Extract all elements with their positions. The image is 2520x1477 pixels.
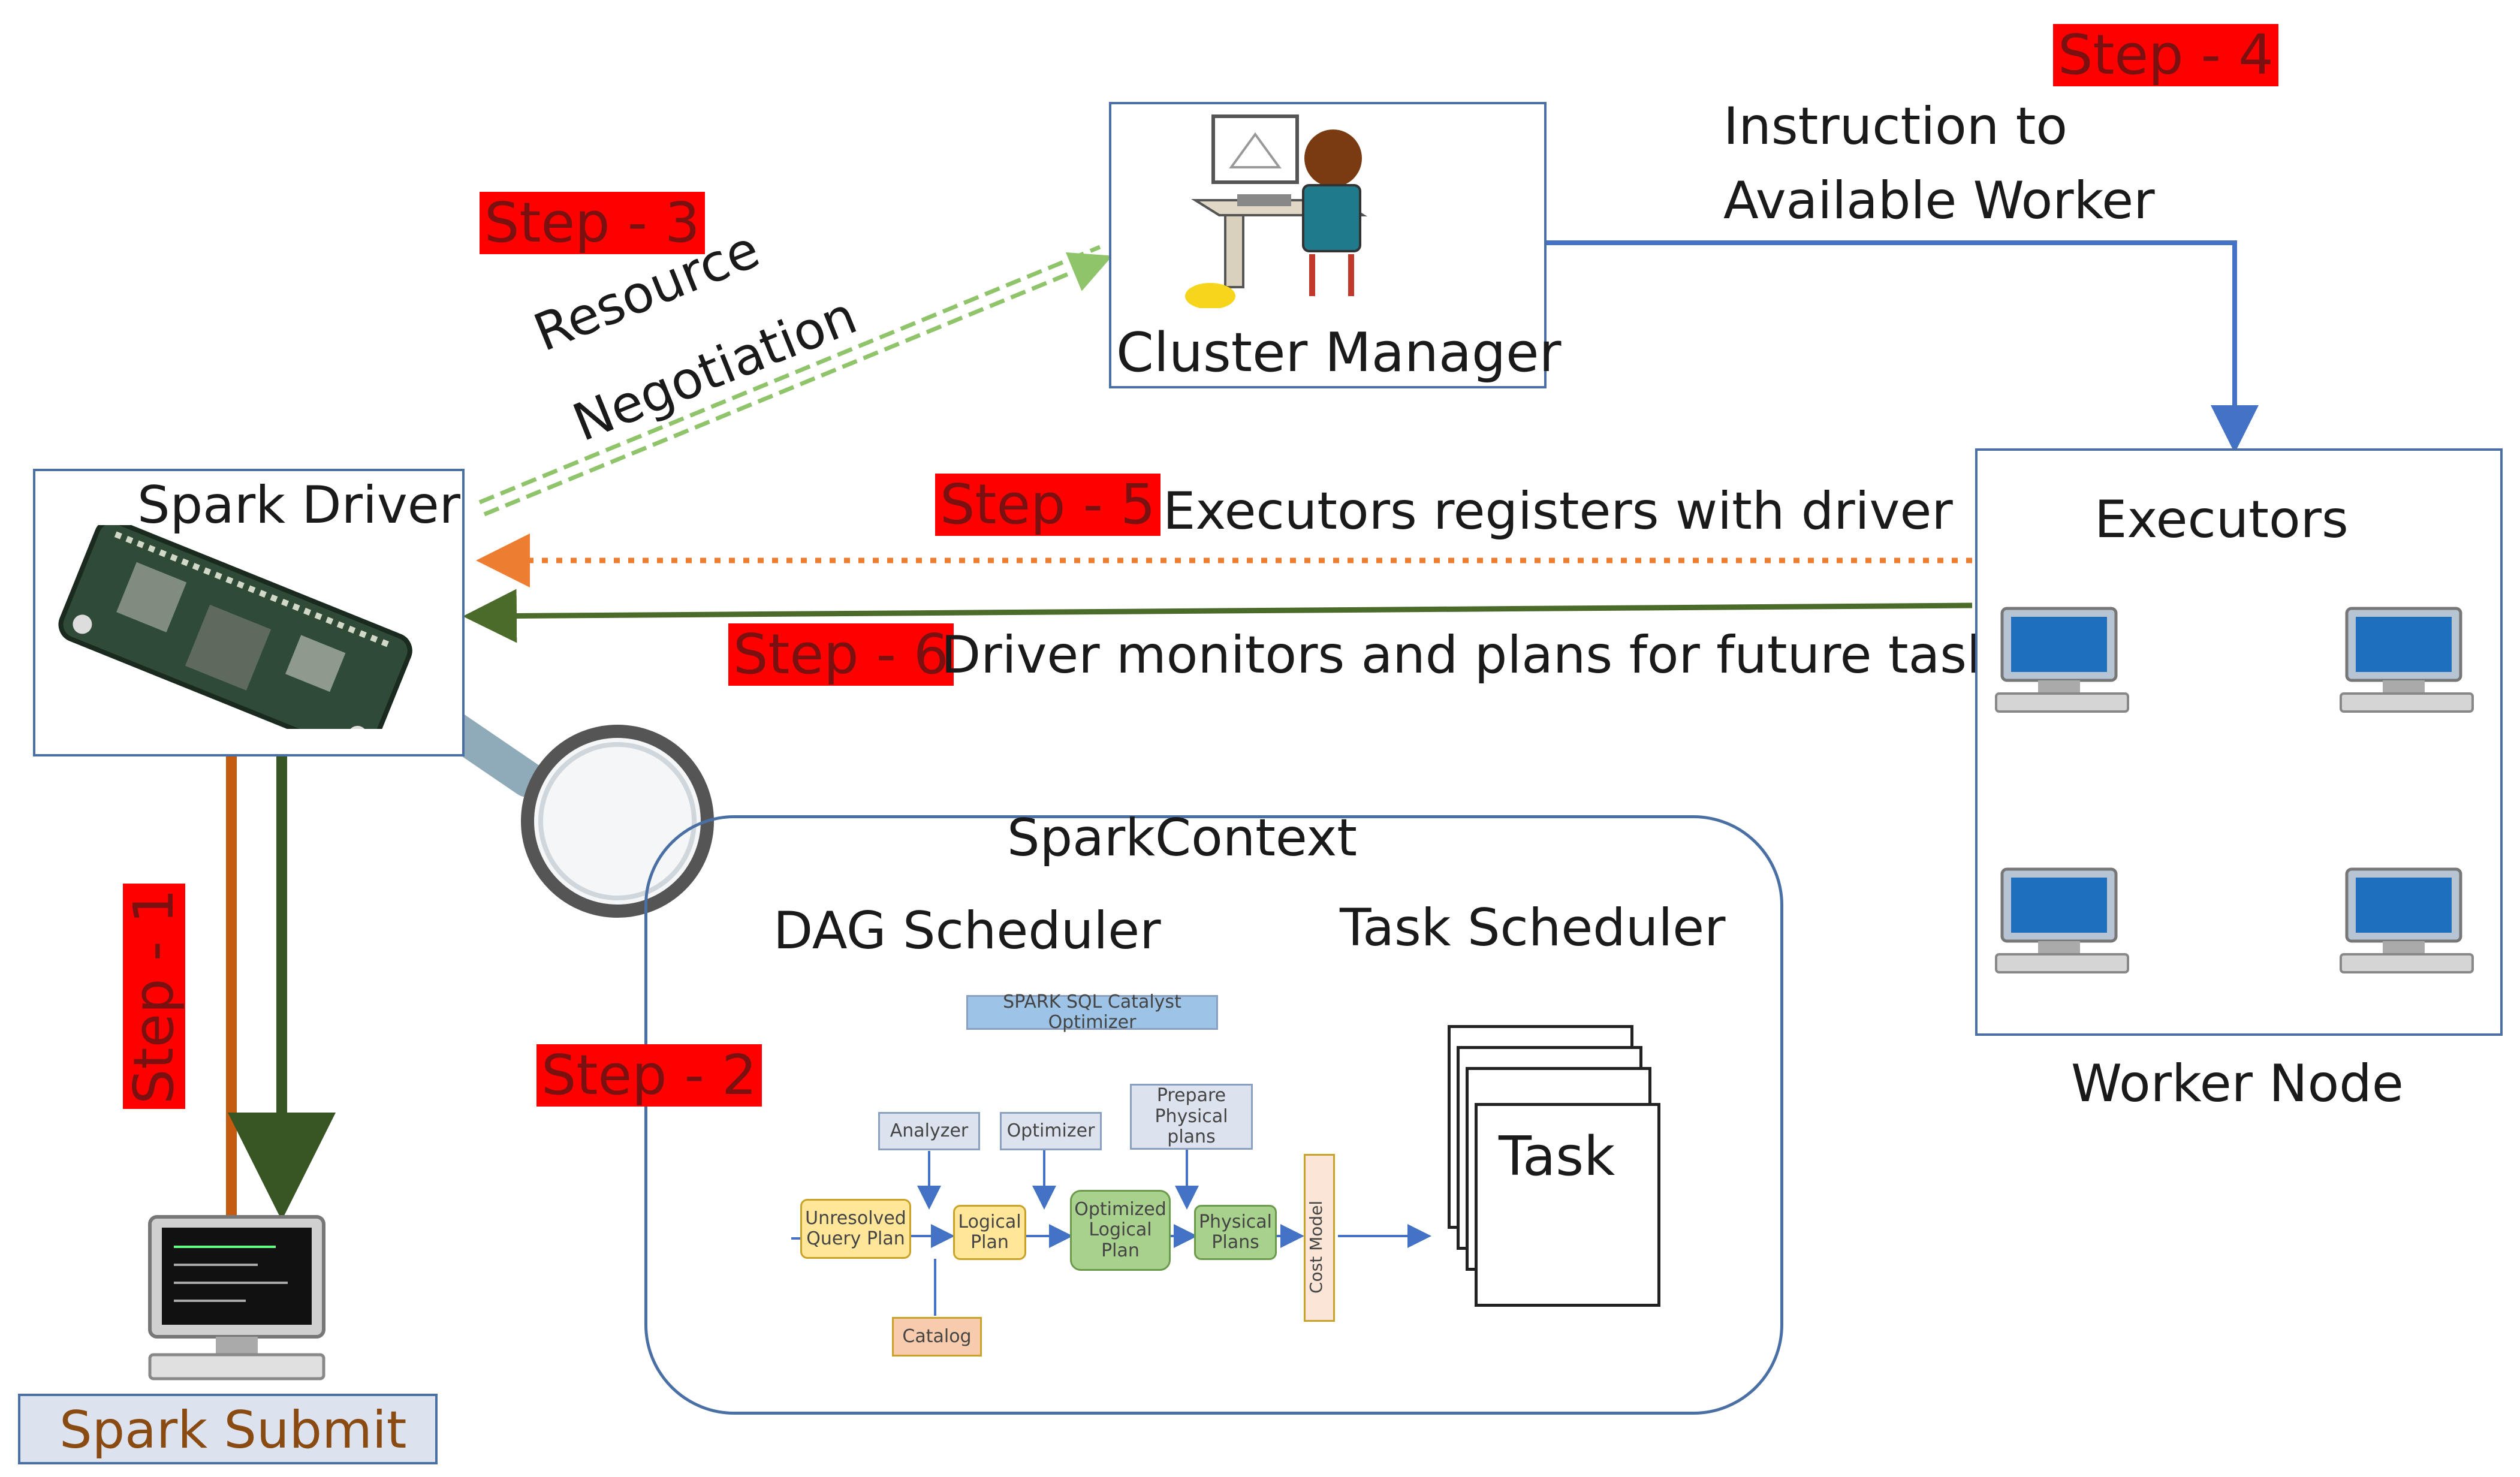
spark-driver-box: Spark Driver bbox=[33, 469, 465, 756]
instruction-arrow bbox=[1545, 240, 2259, 453]
optimized-logical-box: Optimized Logical Plan bbox=[1070, 1190, 1171, 1271]
task-scheduler-label: Task Scheduler bbox=[1340, 898, 1726, 958]
resource-negotiation-arrow bbox=[478, 245, 1113, 517]
logical-plan-box: Logical Plan bbox=[953, 1205, 1026, 1260]
step-2-badge: Step - 2 bbox=[536, 1044, 762, 1107]
task-stack: Task bbox=[1448, 1025, 1663, 1319]
cluster-manager-label: Cluster Manager bbox=[1116, 321, 1562, 384]
catalyst-title: SPARK SQL Catalyst Optimizer bbox=[966, 991, 1218, 1033]
dag-scheduler-label: DAG Scheduler bbox=[773, 901, 1161, 961]
worker-node-label: Worker Node bbox=[2071, 1054, 2404, 1114]
analyzer-box: Analyzer bbox=[878, 1112, 980, 1150]
step-5-badge: Step - 5 bbox=[935, 474, 1160, 536]
prepare-box: Prepare Physical plans bbox=[1130, 1084, 1253, 1150]
step-3-badge: Step - 3 bbox=[480, 192, 705, 254]
worker-computer-icon-3 bbox=[1995, 867, 2129, 973]
physical-plans-box: Physical Plans bbox=[1194, 1205, 1277, 1260]
admin-computer-icon bbox=[1185, 114, 1367, 308]
step-4-badge: Step - 4 bbox=[2053, 24, 2278, 86]
worker-computer-icon-4 bbox=[2340, 867, 2474, 973]
terminal-computer-icon bbox=[148, 1215, 325, 1380]
unresolved-box: Unresolved Query Plan bbox=[800, 1199, 911, 1259]
optimizer-box: Optimizer bbox=[1000, 1112, 1102, 1150]
step-6-badge: Step - 6 bbox=[728, 623, 954, 686]
spark-context-box bbox=[644, 815, 1783, 1415]
catalyst-arrows bbox=[791, 1142, 1431, 1316]
cost-model-box: Cost Model bbox=[1304, 1154, 1335, 1322]
driver-monitors-label: Driver monitors and plans for future tas… bbox=[941, 625, 1997, 685]
spark-context-label: SparkContext bbox=[1007, 808, 1357, 868]
step-1-badge: Step - 1 bbox=[122, 884, 186, 1109]
cluster-manager-box: Cluster Manager bbox=[1109, 102, 1562, 388]
catalog-box: Catalog bbox=[892, 1317, 982, 1357]
executors-register-label: Executors registers with driver bbox=[1163, 481, 1953, 541]
executors-label: Executors bbox=[2094, 490, 2349, 550]
spark-submit-label: Spark Submit bbox=[59, 1400, 407, 1460]
instruction-label-line2: Available Worker bbox=[1723, 171, 2155, 231]
instruction-label-line1: Instruction to bbox=[1723, 97, 2067, 156]
task-label: Task bbox=[1499, 1125, 1615, 1188]
circuit-board-icon bbox=[58, 525, 412, 729]
worker-computer-icon-2 bbox=[2340, 607, 2474, 713]
spark-driver-label: Spark Driver bbox=[137, 475, 461, 535]
cost-model-label: Cost Model bbox=[1306, 1200, 1326, 1294]
monitor-arrow bbox=[463, 589, 1973, 643]
worker-computer-icon-1 bbox=[1995, 607, 2129, 713]
spark-submit-box: Spark Submit bbox=[18, 1394, 438, 1464]
